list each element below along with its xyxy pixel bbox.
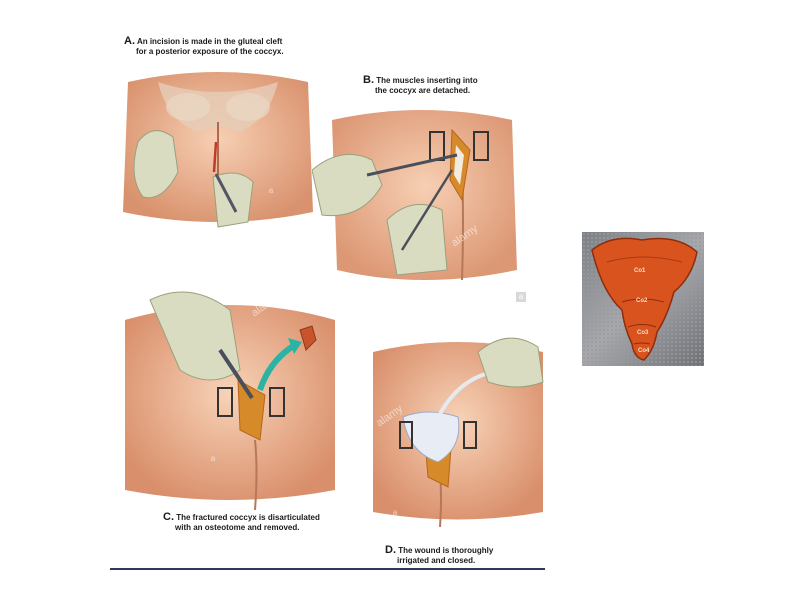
caption-a-letter: A. [124, 35, 135, 47]
caption-a-line1: An incision is made in the gluteal cleft [136, 37, 283, 46]
glove-c [149, 291, 241, 381]
caption-d-line1: The wound is thoroughly [398, 546, 494, 555]
watermark-badge-3: a [210, 454, 216, 463]
scalpel-b [400, 169, 454, 251]
specimen-label-co4: Co4 [638, 348, 650, 354]
glove-d [477, 337, 544, 388]
retractor-left-c [217, 387, 233, 417]
coccyx-specimen [591, 237, 698, 361]
caption-c-line2: with an osteotome and removed. [175, 523, 300, 532]
specimen-label-co1: Co1 [634, 268, 646, 274]
caption-d-letter: D. [385, 544, 396, 556]
caption-b-letter: B. [363, 74, 374, 86]
retractor-right-c [269, 387, 285, 417]
caption-d-line2: irrigated and closed. [397, 556, 476, 565]
retractor-right-d [463, 421, 477, 449]
irrigation-fluid-d [402, 411, 460, 463]
caption-a-line2: for a posterior exposure of the coccyx. [136, 47, 284, 56]
caption-b-line2: the coccyx are detached. [375, 86, 471, 95]
osteotome-c [218, 348, 254, 400]
buttocks-b [332, 110, 517, 280]
caption-c: C. The fractured coccyx is disarticulate… [163, 512, 320, 533]
bottom-rule [110, 568, 545, 570]
coccyx-specimen-photo: Co1 Co2 Co3 Co4 [582, 232, 704, 366]
caption-b: B. The muscles inserting into the coccyx… [363, 75, 478, 96]
retractor-right-b [473, 131, 489, 161]
caption-b-line1: The muscles inserting into [376, 76, 478, 85]
glove-left-b [312, 153, 383, 217]
retractor-left-d [399, 421, 413, 449]
incision-line-a [212, 141, 218, 173]
glove-right-b [386, 203, 448, 276]
scalpel-a [214, 173, 238, 213]
glove-left-a [133, 130, 179, 199]
caption-a: A. An incision is made in the gluteal cl… [124, 36, 284, 57]
removal-arrow-c [257, 342, 297, 391]
panel-a-illustration [123, 72, 313, 228]
watermark-badge-4: a [392, 508, 398, 517]
caption-c-letter: C. [163, 511, 174, 523]
specimen-label-co3: Co3 [637, 330, 649, 336]
forceps-b [366, 153, 458, 177]
removed-coccyx-c [299, 325, 317, 351]
panel-d-illustration [373, 337, 544, 527]
panel-c-illustration [125, 291, 335, 510]
caption-c-line1: The fractured coccyx is disarticulated [176, 513, 320, 522]
specimen-label-co2: Co2 [636, 298, 648, 304]
wound-c [237, 379, 266, 441]
watermark-badge-1: a [516, 292, 526, 302]
caption-d: D. The wound is thoroughly irrigated and… [385, 545, 493, 566]
watermark-badge-2: a [268, 186, 274, 195]
panel-b-illustration [312, 110, 517, 281]
